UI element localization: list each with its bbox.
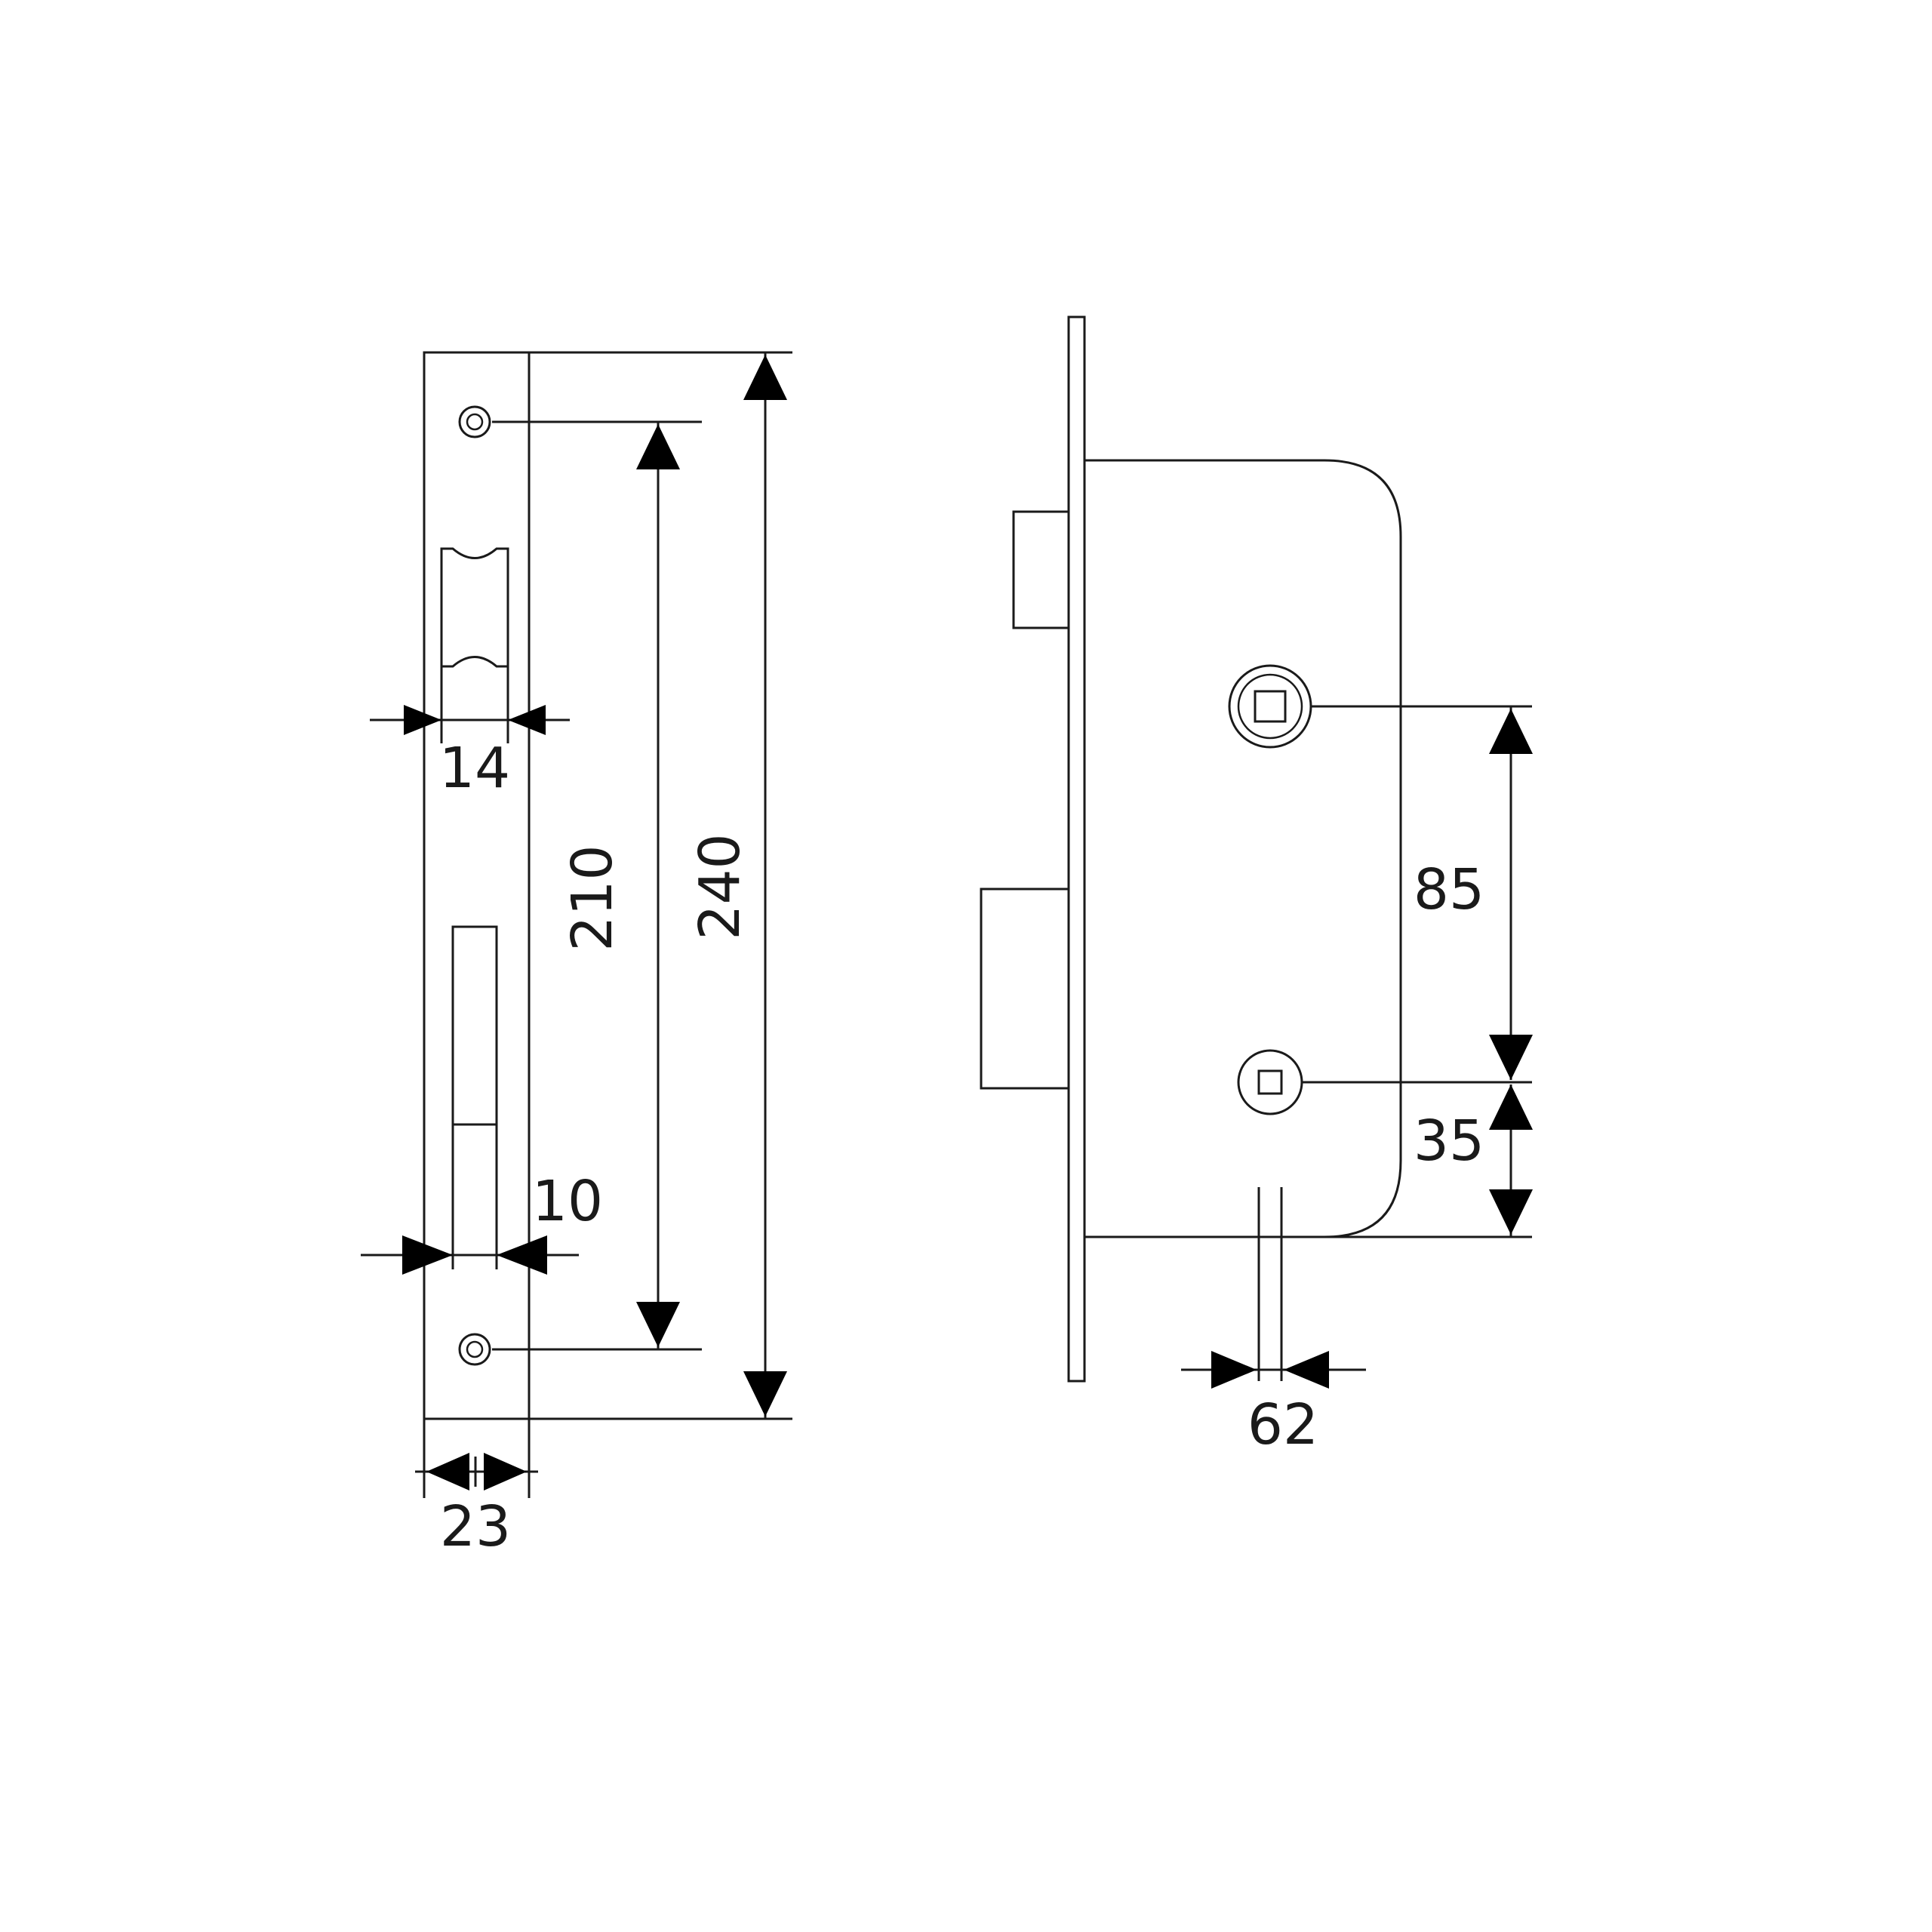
handle-spindle-hub [1228, 664, 1312, 749]
dim-latch-width: 14 [370, 705, 570, 801]
top-screw-hole [458, 405, 491, 438]
dim-faceplate-width: 23 [415, 1419, 538, 1559]
side-faceplate [1067, 315, 1086, 1383]
dim-key-to-bottom: 35 [1324, 1084, 1533, 1238]
bolt-opening [451, 925, 498, 1126]
dead-bolt [980, 888, 1070, 1090]
dim-screw-spacing: 210 [492, 420, 702, 1351]
dim-bolt-width: 10 [361, 1169, 603, 1275]
dim-label-35: 35 [1414, 1109, 1484, 1174]
dim-faceplate-height: 240 [529, 351, 792, 1420]
latch-opening [440, 547, 509, 668]
lock-case-body [1084, 459, 1402, 1238]
bottom-screw-hole [458, 1333, 491, 1366]
faceplate-view: 14 10 23 210 [361, 351, 792, 1559]
dim-backset: 62 [1181, 1187, 1366, 1457]
dim-label-14: 14 [439, 736, 510, 801]
latch-bolt [1012, 510, 1070, 629]
side-view: 85 35 62 [980, 315, 1533, 1457]
dim-label-210: 210 [560, 844, 625, 951]
dim-label-240: 240 [688, 833, 752, 940]
dim-handle-to-key: 85 [1302, 705, 1533, 1084]
dim-label-62: 62 [1247, 1392, 1318, 1457]
dim-label-85: 85 [1414, 857, 1484, 922]
faceplate-outline [423, 351, 531, 1420]
dim-label-10: 10 [532, 1169, 603, 1234]
dim-label-23: 23 [440, 1494, 511, 1559]
key-cylinder-hub [1237, 1049, 1303, 1115]
